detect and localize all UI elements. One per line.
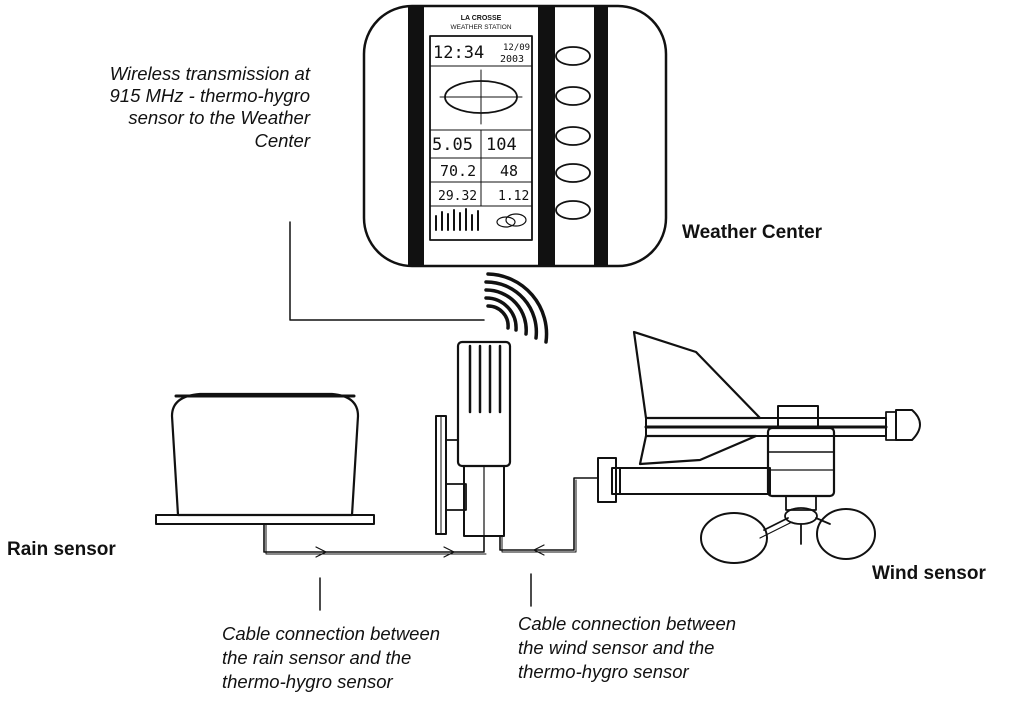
cable-rain-label: Cable connection between the rain sensor… — [222, 622, 440, 694]
display-rain: 1.12 — [498, 189, 529, 204]
wireless-leader-line — [289, 221, 485, 321]
wireless-line-2: 915 MHz - thermo-hygro — [109, 85, 310, 107]
cable-wind-line-3: thermo-hygro sensor — [518, 661, 689, 683]
thermo-hygro-sensor — [435, 340, 512, 537]
display-wind-dir: 104 — [486, 135, 517, 155]
console-button-5 — [555, 200, 591, 220]
cable-rain-line-2: the rain sensor and the — [222, 647, 412, 669]
console-button-3 — [555, 126, 591, 146]
display-brand: LA CROSSE — [461, 15, 502, 22]
wireless-line-3: sensor to the Weather — [128, 107, 310, 129]
wind-sensor-label: Wind sensor — [872, 563, 986, 584]
display-subtitle: WEATHER STATION — [450, 24, 511, 31]
rain-sensor-device — [155, 392, 375, 525]
console-button-1 — [555, 46, 591, 66]
wireless-line-1: Wireless transmission at — [109, 63, 310, 84]
cable-wind-label: Cable connection between the wind sensor… — [518, 612, 736, 684]
wireless-line-4: Center — [254, 129, 310, 151]
display-year: 2003 — [500, 54, 524, 65]
signal-waves-icon — [484, 272, 549, 344]
display-pressure: 29.32 — [438, 189, 477, 204]
rain-cable — [263, 523, 485, 553]
display-time: 12:34 — [433, 43, 484, 63]
display-indoor-temp: 70.2 — [440, 162, 476, 180]
display-date: 12/09 — [503, 43, 530, 53]
cables — [263, 477, 599, 558]
wireless-transmission-label: Wireless transmission at 915 MHz - therm… — [50, 63, 310, 152]
cable-rain-line-3: thermo-hygro sensor — [222, 671, 393, 693]
console-button-4 — [555, 163, 591, 183]
console-button-2 — [555, 86, 591, 106]
display-wind-speed: 5.05 — [432, 135, 473, 155]
weather-center-label: Weather Center — [682, 222, 823, 243]
weather-center-console — [362, 4, 668, 268]
wind-sensor-device — [597, 330, 921, 564]
cable-wind-line-2: the wind sensor and the — [518, 637, 715, 659]
rain-sensor-label: Rain sensor — [7, 539, 116, 560]
display-indoor-humidity: 48 — [500, 162, 518, 180]
cable-rain-line-1: Cable connection between — [222, 623, 441, 644]
console-buttons — [555, 46, 591, 220]
wind-cable — [499, 477, 599, 551]
cable-wind-line-1: Cable connection between — [518, 613, 737, 634]
